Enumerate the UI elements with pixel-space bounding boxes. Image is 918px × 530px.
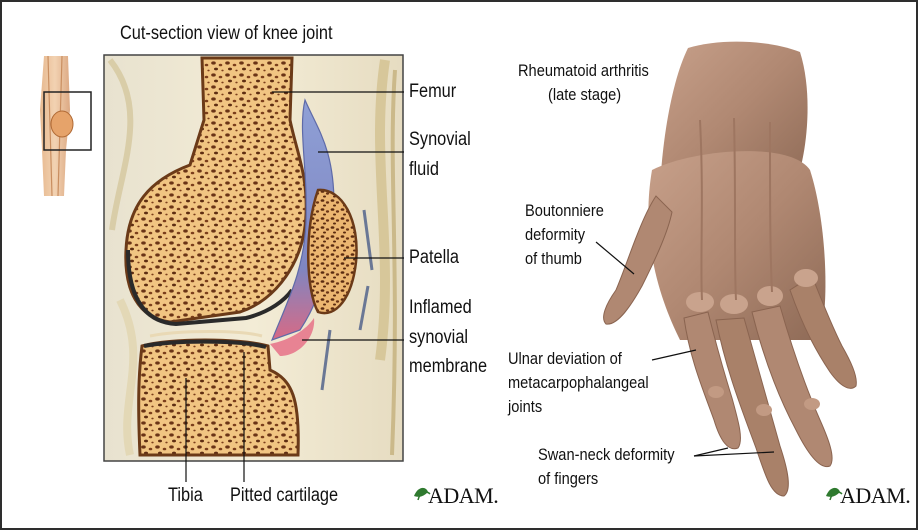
label-inflamed-line2: synovial	[409, 326, 468, 349]
label-femur: Femur	[409, 80, 456, 103]
label-swan-neck-line1: Swan-neck deformity	[538, 444, 675, 465]
brand-text-left: ADAM.	[428, 483, 498, 508]
label-swan-neck-line2: of fingers	[538, 468, 598, 489]
hand-title-line1: Rheumatoid arthritis	[518, 60, 649, 81]
label-ulnar-line3: joints	[508, 396, 542, 417]
label-boutonniere-line1: Boutonniere	[525, 200, 604, 221]
label-pitted-cartilage: Pitted cartilage	[230, 484, 338, 507]
label-tibia: Tibia	[168, 484, 203, 507]
label-inflamed-line1: Inflamed	[409, 296, 472, 319]
brand-logo-right: ADAM.	[840, 483, 910, 509]
label-synovial-fluid-line2: fluid	[409, 158, 439, 181]
label-ulnar-line1: Ulnar deviation of	[508, 348, 622, 369]
knee-panel-title: Cut-section view of knee joint	[120, 22, 333, 45]
label-boutonniere-line2: deformity	[525, 224, 585, 245]
hand-title-line2: (late stage)	[548, 84, 621, 105]
label-inflamed-line3: membrane	[409, 355, 487, 378]
label-synovial-fluid-line1: Synovial	[409, 128, 471, 151]
label-boutonniere-line3: of thumb	[525, 248, 582, 269]
label-patella: Patella	[409, 246, 459, 269]
hand-illustration	[604, 42, 857, 496]
brand-text-right: ADAM.	[840, 483, 910, 508]
brand-logo-left: ADAM.	[428, 483, 498, 509]
leg-thumbnail	[40, 56, 91, 196]
label-ulnar-line2: metacarpophalangeal	[508, 372, 649, 393]
